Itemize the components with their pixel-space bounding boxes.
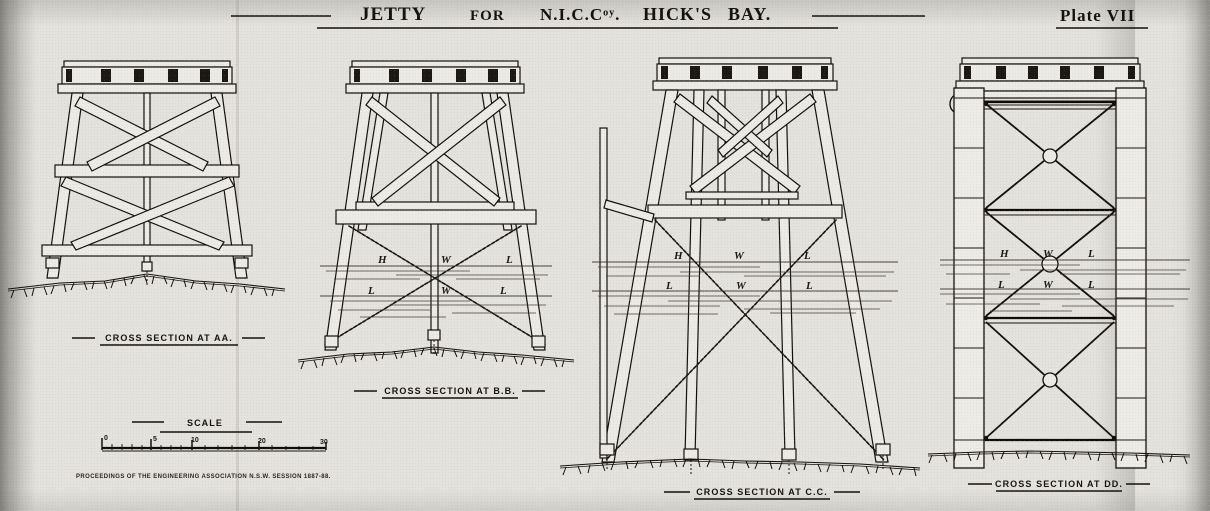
scale-value-0: 0	[104, 435, 108, 442]
water-high-cc	[592, 261, 898, 277]
turnbuckle-ring-lower-dd	[1042, 372, 1058, 388]
caption-block-cc: CROSS SECTION AT C.C.	[664, 487, 860, 500]
water-label-cc-2: L	[803, 250, 811, 262]
struts-dd	[984, 100, 1116, 442]
plate-number: Plate VII	[1060, 6, 1135, 25]
water-label-bb-2: L	[505, 254, 513, 266]
title-word-company: N.I.C.Cᵒʸ.	[540, 5, 620, 24]
water-high-dd	[940, 259, 1190, 275]
ground-line-aa	[7, 273, 286, 292]
shore-post-cc	[599, 127, 608, 459]
figure-cross-section-cc: H W L L W L	[559, 57, 921, 500]
inner-leg-left-cc	[684, 89, 705, 458]
scale-bar-block: SCALE 0 5 10 20 30	[101, 418, 328, 452]
waling-lower-bb	[335, 209, 537, 225]
water-label-bb-1: W	[441, 254, 452, 266]
water-label-dd-2: L	[1087, 248, 1095, 260]
water-label-dd-4: W	[1043, 279, 1054, 291]
scale-value-10: 10	[191, 437, 199, 444]
cylinder-pier-right-dd	[1115, 87, 1147, 469]
ground-line-cc	[559, 458, 921, 471]
centre-post-aa	[143, 92, 151, 272]
water-label-dd-0: H	[999, 248, 1009, 260]
caption-block-aa: CROSS SECTION AT AA.	[72, 333, 265, 346]
title-word-bay: BAY.	[728, 4, 771, 24]
inner-leg-right-bb	[481, 92, 513, 231]
scale-value-30: 30	[320, 439, 328, 446]
water-label-cc-4: W	[736, 280, 747, 292]
water-high-bb	[320, 265, 552, 280]
caption-block-bb: CROSS SECTION AT B.B.	[354, 386, 545, 399]
water-label-bb-5: L	[499, 285, 507, 297]
waling-mid-cc	[685, 191, 799, 200]
water-label-dd-3: L	[997, 279, 1005, 291]
water-label-bb-3: L	[367, 285, 375, 297]
girder-dd	[971, 90, 1129, 99]
inner-leg-left-bb	[357, 92, 389, 231]
footer-credit: PROCEEDINGS OF THE ENGINEERING ASSOCIATI…	[76, 474, 331, 480]
scale-value-5: 5	[153, 436, 157, 443]
shore-strut-cc	[603, 199, 655, 223]
figure-cross-section-aa: CROSS SECTION AT AA.	[7, 60, 286, 346]
scale-minor-ticks	[111, 444, 314, 450]
caption-bb: CROSS SECTION AT B.B.	[384, 386, 516, 396]
water-low-dd	[940, 288, 1190, 312]
ground-line-dd	[927, 450, 1191, 458]
waling-mid-aa	[54, 164, 240, 178]
water-label-dd-5: L	[1087, 279, 1095, 291]
brace-upper-b-aa	[86, 96, 221, 172]
brace-c-cc	[706, 95, 773, 158]
plate-title-block: JETTY FOR N.I.C.Cᵒʸ. HICK'S BAY.	[231, 4, 925, 29]
scale-label: SCALE	[187, 418, 223, 428]
water-label-bb-0: H	[377, 254, 387, 266]
water-label-cc-0: H	[673, 250, 683, 262]
water-label-bb-4: W	[441, 285, 452, 297]
ground-hatch-dd	[928, 450, 1188, 465]
plate-number-block: Plate VII	[1056, 6, 1148, 29]
caption-cc: CROSS SECTION AT C.C.	[696, 487, 828, 497]
deck-bb	[345, 60, 525, 94]
water-low-cc	[592, 290, 898, 315]
waling-lower-aa	[41, 244, 253, 257]
caption-aa: CROSS SECTION AT AA.	[105, 333, 233, 343]
ground-hatch-cc	[562, 458, 917, 477]
title-word-jetty: JETTY	[360, 4, 426, 25]
caption-block-dd: CROSS SECTION AT DD.	[968, 479, 1150, 492]
figure-cross-section-dd: H W L L W L CROSS SECTION AT DD.	[927, 57, 1191, 492]
title-word-hicks: HICK'S	[643, 4, 712, 24]
water-label-cc-3: L	[665, 280, 673, 292]
waling-lower-cc	[647, 204, 843, 219]
caption-dd: CROSS SECTION AT DD.	[995, 479, 1123, 489]
deck-dd	[955, 57, 1145, 92]
ground-hatch-aa	[10, 274, 275, 299]
brace-lower-b-aa	[70, 176, 235, 251]
water-label-dd-1: W	[1043, 248, 1054, 260]
ground-hatch-bb	[300, 347, 565, 370]
turnbuckle-ring-upper-dd	[1042, 148, 1058, 164]
water-label-cc-5: L	[805, 280, 813, 292]
brace-d-cc	[717, 95, 784, 158]
cylinder-pier-left-dd	[953, 87, 985, 469]
figure-cross-section-bb: H W L L W L CROSS SECTION AT B.	[297, 60, 575, 399]
brace-b-bb	[371, 96, 507, 207]
deck-aa	[57, 60, 237, 94]
water-low-bb	[320, 295, 552, 318]
deck-cc	[652, 57, 838, 91]
title-word-for: FOR	[470, 8, 505, 24]
scale-value-20: 20	[258, 438, 266, 445]
water-label-cc-1: W	[734, 250, 745, 262]
